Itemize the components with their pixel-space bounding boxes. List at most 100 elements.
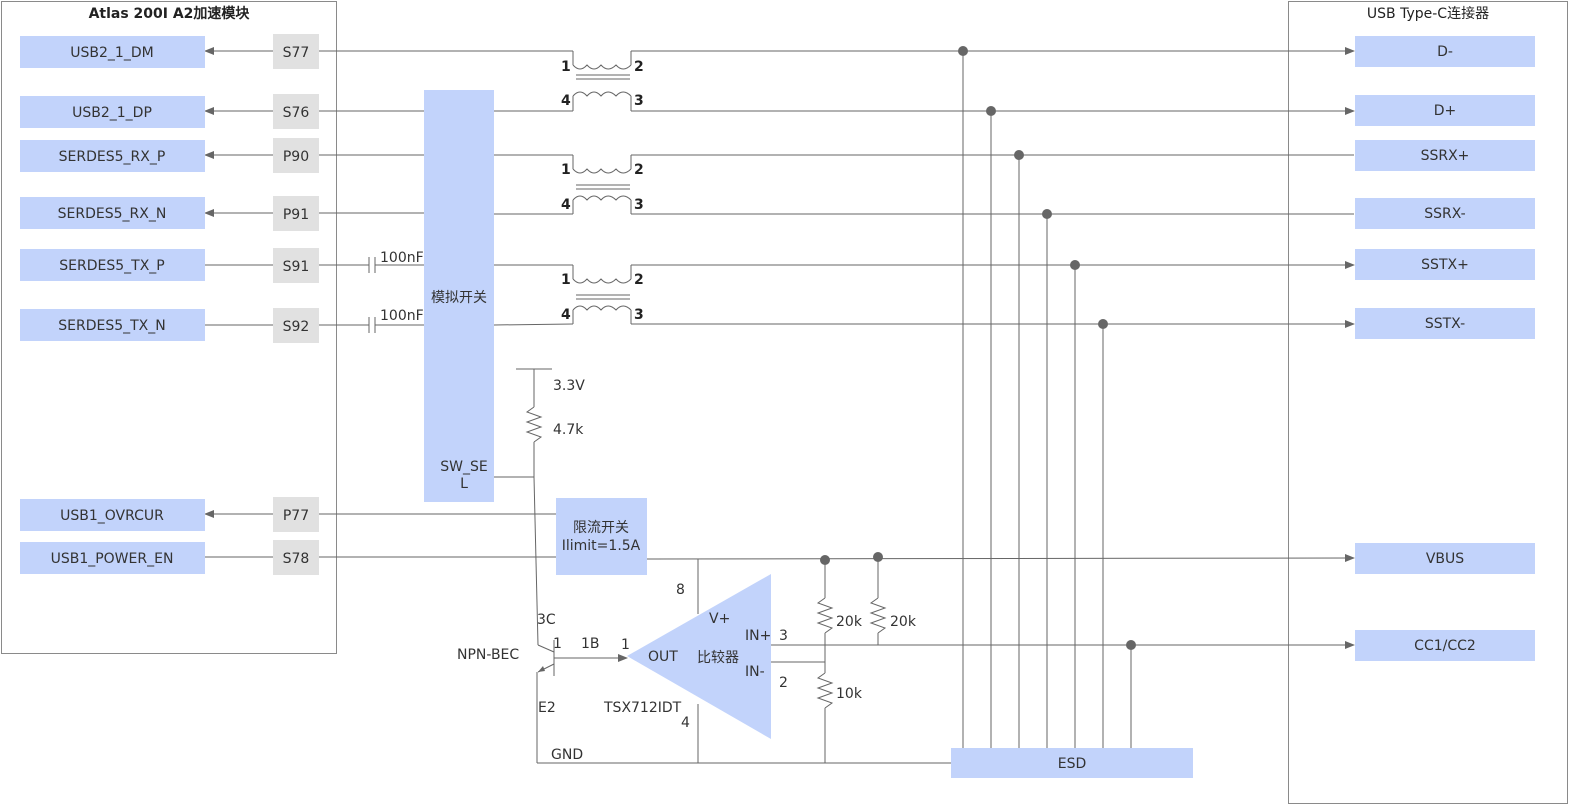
comparator-label: 比较器 [697, 650, 739, 666]
tf3-pin1: 1 [561, 272, 571, 288]
capacitor-1-label: 100nF [380, 250, 424, 266]
connector-pin-cc1-cc2: CC1/CC2 [1355, 630, 1535, 661]
pin-s92: S92 [273, 308, 319, 343]
svg-text:D+: D+ [1434, 103, 1457, 119]
resistor-10k [816, 672, 834, 709]
tf1-pin4: 4 [561, 93, 571, 109]
signal-usb1-ovrcur: USB1_OVRCUR [20, 499, 205, 531]
svg-text:SERDES5_RX_P: SERDES5_RX_P [59, 149, 166, 165]
transistor-c-pin: 1 [553, 636, 562, 652]
comparator-inplus-pin: 3 [779, 628, 788, 644]
comparator-out-pin: 1 [621, 637, 630, 653]
svg-text:SERDES5_TX_P: SERDES5_TX_P [59, 258, 164, 274]
signal-serdes5-rx-p: SERDES5_RX_P [20, 140, 205, 172]
connector-pin-sstx-plus: SSTX+ [1355, 249, 1535, 280]
svg-text:VBUS: VBUS [1426, 551, 1464, 567]
svg-text:S91: S91 [283, 259, 310, 275]
connector-pin-d-plus: D+ [1355, 95, 1535, 126]
svg-text:ESD: ESD [1058, 756, 1087, 772]
svg-text:USB1_POWER_EN: USB1_POWER_EN [51, 551, 174, 567]
tf1-pin3: 3 [634, 93, 644, 109]
svg-text:S92: S92 [283, 319, 310, 335]
svg-text:P90: P90 [283, 149, 309, 165]
tf2-pin3: 3 [634, 197, 644, 213]
svg-text:S78: S78 [283, 551, 310, 567]
pullup-voltage: 3.3V [553, 378, 585, 394]
comparator-inplus: IN+ [745, 628, 771, 644]
comparator-gnd-pin: 4 [681, 715, 690, 731]
transformer-2 [572, 168, 632, 201]
connector-title: USB Type-C连接器 [1367, 5, 1489, 22]
capacitor-2-label: 100nF [380, 308, 424, 324]
connector-pin-d-minus: D- [1355, 36, 1535, 67]
signal-usb2-1-dm: USB2_1_DM [20, 36, 205, 68]
tf3-pin2: 2 [634, 272, 644, 288]
transistor-base: 1B [581, 636, 600, 652]
signal-serdes5-rx-n: SERDES5_RX_N [20, 197, 205, 229]
svg-text:Ilimit=1.5A: Ilimit=1.5A [562, 538, 641, 554]
analog-switch-label: 模拟开关 [431, 290, 487, 306]
svg-text:S76: S76 [283, 105, 310, 121]
connector-pin-sstx-minus: SSTX- [1355, 308, 1535, 339]
pin-p90: P90 [273, 138, 319, 173]
resistor-20k-a-label: 20k [836, 614, 863, 630]
comparator-out: OUT [648, 649, 678, 665]
comparator-part: TSX712IDT [603, 700, 682, 716]
pin-p91: P91 [273, 196, 319, 231]
signal-serdes5-tx-p: SERDES5_TX_P [20, 249, 205, 281]
capacitor-1 [368, 257, 376, 273]
connector-pin-ssrx-minus: SSRX- [1355, 198, 1535, 229]
connector-pin-vbus: VBUS [1355, 543, 1535, 574]
svg-text:限流开关: 限流开关 [573, 520, 629, 536]
current-limit-switch: 限流开关 Ilimit=1.5A [556, 498, 647, 575]
tf2-pin2: 2 [634, 162, 644, 178]
svg-text:SSRX+: SSRX+ [1421, 148, 1470, 164]
resistor-20k-a [816, 597, 834, 634]
comparator-inminus: IN- [745, 664, 765, 680]
connector-pin-ssrx-plus: SSRX+ [1355, 140, 1535, 171]
pin-s76: S76 [273, 94, 319, 129]
pullup-resistor: 4.7k [553, 422, 584, 438]
svg-text:USB1_OVRCUR: USB1_OVRCUR [60, 508, 164, 524]
svg-text:P91: P91 [283, 207, 309, 223]
pin-s77: S77 [273, 34, 319, 69]
tf2-pin4: 4 [561, 197, 571, 213]
comparator-inminus-pin: 2 [779, 675, 788, 691]
svg-text:SERDES5_RX_N: SERDES5_RX_N [58, 206, 167, 222]
svg-text:SSTX-: SSTX- [1425, 316, 1465, 332]
resistor-20k-b-label: 20k [890, 614, 917, 630]
svg-text:D-: D- [1437, 44, 1453, 60]
gnd-label: GND [551, 747, 583, 763]
resistor-10k-label: 10k [836, 686, 863, 702]
pin-p77: P77 [273, 497, 319, 532]
svg-text:S77: S77 [283, 45, 310, 61]
svg-text:CC1/CC2: CC1/CC2 [1414, 638, 1476, 654]
npn-transistor [536, 640, 628, 763]
svg-text:P77: P77 [283, 508, 309, 524]
connector-frame [1288, 1, 1568, 804]
tf1-pin2: 2 [634, 59, 644, 75]
signal-usb2-1-dp: USB2_1_DP [20, 96, 205, 128]
capacitor-2 [368, 317, 376, 333]
sw-sel-label-line1: SW_SE [440, 459, 487, 475]
esd-block: ESD [951, 748, 1193, 778]
comparator: 比较器 OUT V+ IN+ IN- [627, 574, 771, 739]
comparator-vplus: V+ [709, 611, 730, 627]
svg-text:USB2_1_DM: USB2_1_DM [70, 45, 153, 61]
tf1-pin1: 1 [561, 59, 571, 75]
tf2-pin1: 1 [561, 162, 571, 178]
transistor-emitter: E2 [538, 700, 556, 716]
comparator-vplus-pin: 8 [676, 582, 685, 598]
signal-serdes5-tx-n: SERDES5_TX_N [20, 309, 205, 341]
sw-sel-label-line2: L [460, 476, 468, 492]
pin-s78: S78 [273, 540, 319, 575]
svg-text:USB2_1_DP: USB2_1_DP [72, 105, 152, 121]
transistor-collector: 3C [537, 612, 556, 628]
analog-switch: 模拟开关 SW_SE L [424, 90, 494, 502]
transistor-type: NPN-BEC [457, 647, 519, 663]
tf3-pin4: 4 [561, 307, 571, 323]
transformer-3 [572, 278, 632, 311]
pin-s91: S91 [273, 248, 319, 283]
module-title: Atlas 200I A2加速模块 [89, 5, 251, 22]
